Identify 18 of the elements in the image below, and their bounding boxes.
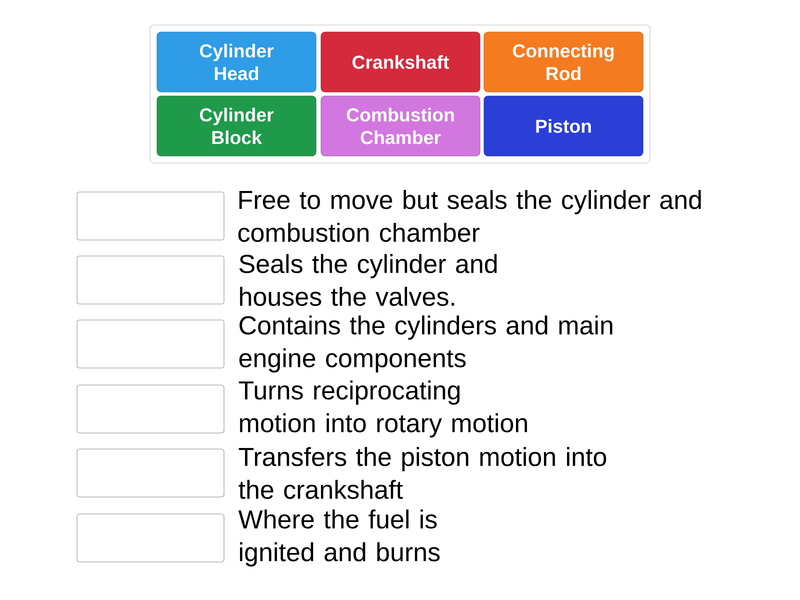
description-text: Free to move but seals the cylinder and combustion chamber [238, 190, 701, 242]
word-tile: Crankshaft [320, 32, 480, 92]
description-text: Contains the cylinders and main engine components [239, 315, 612, 373]
word-tile: Piston [484, 96, 644, 156]
answer-box [76, 256, 224, 304]
answer-box [76, 448, 224, 498]
answer-box [76, 192, 224, 240]
word-tile: Combustion Chamber [320, 96, 480, 156]
answer-box [76, 514, 224, 562]
description-text: Turns reciprocating motion into rotary motion [238, 380, 527, 438]
answer-box [76, 384, 224, 434]
description-text: Seals the cylinder and houses the valves. [239, 254, 497, 306]
answer-box [76, 320, 224, 368]
word-tile: Cylinder Block [156, 96, 316, 156]
word-tile: Connecting Rod [484, 32, 644, 92]
word-tile: Cylinder Head [156, 32, 316, 92]
description-text: Transfers the piston motion into the crankshaft [238, 447, 606, 499]
description-text: Where the fuel is ignited and burns [238, 509, 440, 567]
